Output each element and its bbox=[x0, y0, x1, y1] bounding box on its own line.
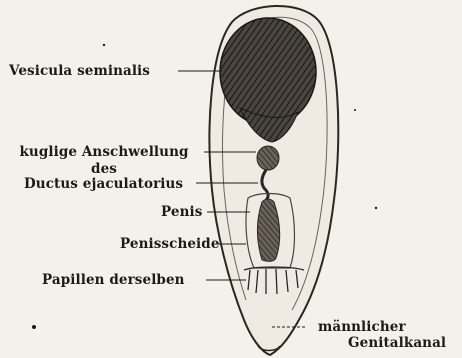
vesicula-seminalis-shape bbox=[220, 18, 316, 126]
kuglige-anschwellung-shape bbox=[257, 146, 279, 170]
label-des: des bbox=[4, 162, 204, 176]
label-maennlicher: männlicher bbox=[318, 320, 406, 334]
label-genitalkanal: Genitalkanal bbox=[348, 336, 446, 350]
label-penisscheide: Penisscheide bbox=[120, 237, 220, 251]
label-vesicula-seminalis: Vesicula seminalis bbox=[9, 64, 150, 78]
speck bbox=[354, 109, 356, 111]
penis-shape bbox=[258, 199, 280, 261]
speck bbox=[32, 325, 36, 329]
speck bbox=[103, 44, 105, 46]
label-penis: Penis bbox=[161, 205, 202, 219]
speck bbox=[375, 207, 377, 209]
label-papillen-derselben: Papillen derselben bbox=[42, 273, 185, 287]
label-ductus-ejaculatorius: Ductus ejaculatorius bbox=[24, 177, 183, 191]
label-kuglige-anschwellung: kuglige Anschwellung bbox=[4, 145, 204, 159]
